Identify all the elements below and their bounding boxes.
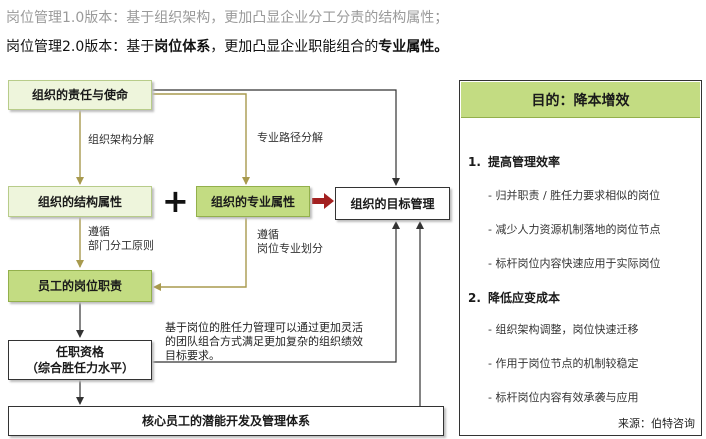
note-line-2: 的团队组合方式满足更加复杂的组织绩效 bbox=[165, 335, 363, 348]
arrow-qualification-to-target bbox=[152, 221, 400, 363]
header-line-2-d: 专业属性。 bbox=[378, 39, 449, 55]
box-structure-label: 组织的结构属性 bbox=[37, 194, 122, 209]
red-arrow-professional-to-target bbox=[312, 193, 334, 209]
label-follow-1b: 部门分工原则 bbox=[88, 239, 154, 252]
goal-section-1: 1. 提高管理效率 bbox=[468, 153, 560, 170]
goal-panel: 目的：降本增效 1. 提高管理效率 - 归并职责 / 胜任力要求相似的岗位 - 减… bbox=[459, 80, 702, 436]
goal-section-1-num: 1. bbox=[468, 155, 481, 169]
label-follow-2b: 岗位专业划分 bbox=[257, 242, 323, 255]
goal-section-1-item-2: - 减少人力资源机制落地的岗位节点 bbox=[488, 223, 661, 236]
box-qualification-line-1: 任职资格 bbox=[55, 345, 104, 359]
goal-section-1-item-1: - 归并职责 / 胜任力要求相似的岗位 bbox=[488, 189, 661, 202]
label-follow-1: 遵循 bbox=[88, 225, 110, 238]
box-qualification: 任职资格 （综合胜任力水平） bbox=[8, 340, 152, 380]
note-line-1: 基于岗位的胜任力管理可以通过更加灵活 bbox=[165, 321, 363, 334]
arrow-professional-to-duty bbox=[153, 217, 247, 291]
label-path: 专业路径分解 bbox=[257, 131, 323, 144]
box-qualification-line-2: （综合胜任力水平） bbox=[25, 361, 134, 375]
goal-section-2-title: 降低应变成本 bbox=[488, 291, 561, 305]
box-duty: 员工的岗位职责 bbox=[8, 270, 152, 302]
plus-sign: + bbox=[162, 182, 189, 220]
box-responsibility: 组织的责任与使命 bbox=[8, 80, 152, 110]
box-duty-label: 员工的岗位职责 bbox=[37, 279, 122, 293]
box-professional: 组织的专业属性 bbox=[196, 186, 310, 217]
goal-section-2-item-2: - 作用于岗位节点的机制较稳定 bbox=[488, 357, 639, 370]
box-core-system-label: 核心员工的潜能开发及管理体系 bbox=[141, 414, 310, 428]
arrow-resp-to-professional bbox=[152, 93, 250, 185]
goal-title: 目的：降本增效 bbox=[461, 82, 700, 118]
arrow-resp-to-target bbox=[152, 89, 400, 186]
header-line-2: 岗位管理2.0版本：基于岗位体系，更加凸显企业职能组合的专业属性。 bbox=[6, 36, 448, 56]
note-line-3: 目标要求。 bbox=[165, 349, 220, 362]
box-target-label: 组织的目标管理 bbox=[350, 196, 435, 211]
header-line-2-b: 岗位体系 bbox=[154, 39, 211, 55]
box-structure: 组织的结构属性 bbox=[8, 186, 152, 217]
header-line-2-a: 岗位管理2.0版本：基于 bbox=[6, 39, 155, 55]
header-line-2-c: ，更加凸显企业职能组合的 bbox=[210, 39, 379, 55]
goal-section-2: 2. 降低应变成本 bbox=[468, 289, 560, 306]
box-professional-label: 组织的专业属性 bbox=[210, 194, 295, 209]
goal-section-1-title: 提高管理效率 bbox=[488, 155, 561, 169]
header-line-1: 岗位管理1.0版本：基于组织架构，更加凸显企业分工分责的结构属性； bbox=[6, 10, 449, 26]
box-core-system: 核心员工的潜能开发及管理体系 bbox=[8, 406, 444, 436]
goal-section-2-num: 2. bbox=[468, 291, 481, 305]
source-note: 来源：伯特咨询 bbox=[618, 417, 695, 430]
goal-section-1-item-3: - 标杆岗位内容快速应用于实际岗位 bbox=[488, 257, 661, 270]
goal-section-2-item-1: - 组织架构调整，岗位快速迁移 bbox=[488, 323, 639, 336]
label-decompose: 组织架构分解 bbox=[88, 133, 154, 146]
box-responsibility-label: 组织的责任与使命 bbox=[31, 88, 128, 102]
box-target: 组织的目标管理 bbox=[335, 187, 450, 220]
label-follow-2: 遵循 bbox=[257, 228, 279, 241]
goal-section-2-item-3: - 标杆岗位内容有效承袭与应用 bbox=[488, 391, 639, 404]
